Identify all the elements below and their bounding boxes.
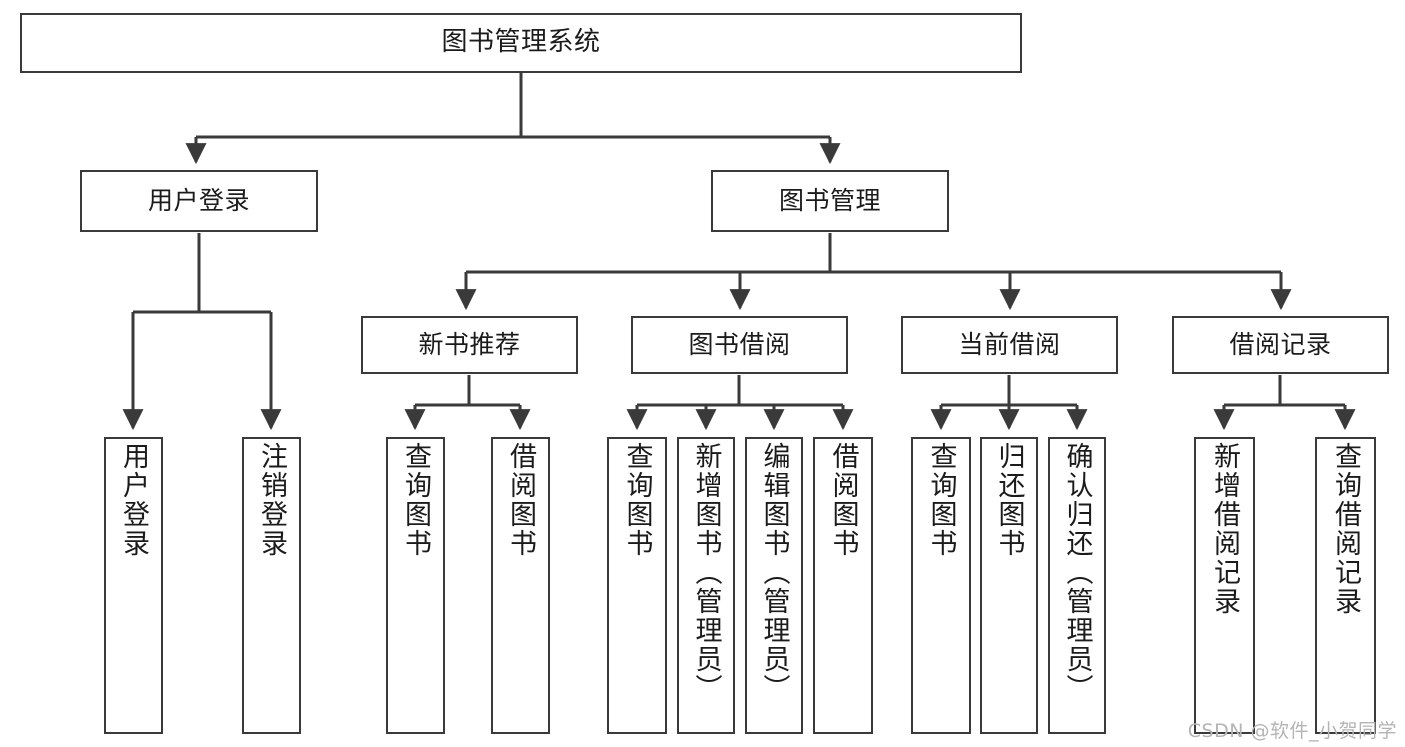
leaf-query-book-2[interactable]: 查询图书: [607, 437, 667, 734]
node-label: 借阅图书: [505, 442, 536, 558]
leaf-borrow-book-1[interactable]: 借阅图书: [491, 437, 550, 734]
node-label: 归还图书: [993, 442, 1025, 558]
node-label: 借阅图书: [827, 442, 859, 558]
leaf-user-login[interactable]: 用户登录: [104, 437, 163, 734]
node-book-borrow[interactable]: 图书借阅: [631, 316, 848, 374]
leaf-logout-login[interactable]: 注销登录: [242, 437, 301, 734]
node-current-borrow[interactable]: 当前借阅: [901, 316, 1118, 374]
node-label: 编辑图书（管理员）: [758, 442, 790, 703]
leaf-return-book[interactable]: 归还图书: [980, 437, 1038, 734]
node-label: 用户登录: [147, 186, 250, 215]
node-book-management[interactable]: 图书管理: [711, 170, 949, 232]
leaf-confirm-return-admin[interactable]: 确认归还（管理员）: [1048, 437, 1106, 734]
node-label: 当前借阅: [958, 330, 1061, 359]
node-borrow-record[interactable]: 借阅记录: [1172, 316, 1389, 374]
csdn-watermark: CSDN @软件_小贺同学: [1187, 720, 1397, 742]
leaf-query-borrow-record[interactable]: 查询借阅记录: [1315, 437, 1376, 734]
node-user-login[interactable]: 用户登录: [80, 170, 318, 232]
leaf-query-book-1[interactable]: 查询图书: [386, 437, 445, 734]
leaf-add-book-admin[interactable]: 新增图书（管理员）: [677, 437, 735, 734]
node-label: 注销登录: [256, 442, 287, 558]
node-label: 查询图书: [400, 442, 431, 558]
node-label: 查询图书: [621, 442, 653, 558]
leaf-query-book-3[interactable]: 查询图书: [911, 437, 971, 734]
node-label: 图书管理: [778, 186, 881, 215]
leaf-add-borrow-record[interactable]: 新增借阅记录: [1194, 437, 1255, 734]
node-label: 图书借阅: [688, 330, 791, 359]
node-label: 用户登录: [118, 442, 149, 558]
node-label: 查询借阅记录: [1330, 442, 1361, 616]
node-label: 借阅记录: [1229, 330, 1332, 359]
node-label: 查询图书: [925, 442, 957, 558]
node-label: 新增借阅记录: [1209, 442, 1240, 616]
node-new-book-recommend[interactable]: 新书推荐: [361, 316, 578, 374]
node-label: 确认归还（管理员）: [1061, 442, 1093, 703]
node-label: 新书推荐: [418, 330, 521, 359]
leaf-borrow-book-2[interactable]: 借阅图书: [813, 437, 873, 734]
node-label: 新增图书（管理员）: [690, 442, 722, 703]
node-root-book-management-system[interactable]: 图书管理系统: [20, 13, 1022, 73]
leaf-edit-book-admin[interactable]: 编辑图书（管理员）: [745, 437, 803, 734]
node-label: 图书管理系统: [441, 27, 601, 58]
